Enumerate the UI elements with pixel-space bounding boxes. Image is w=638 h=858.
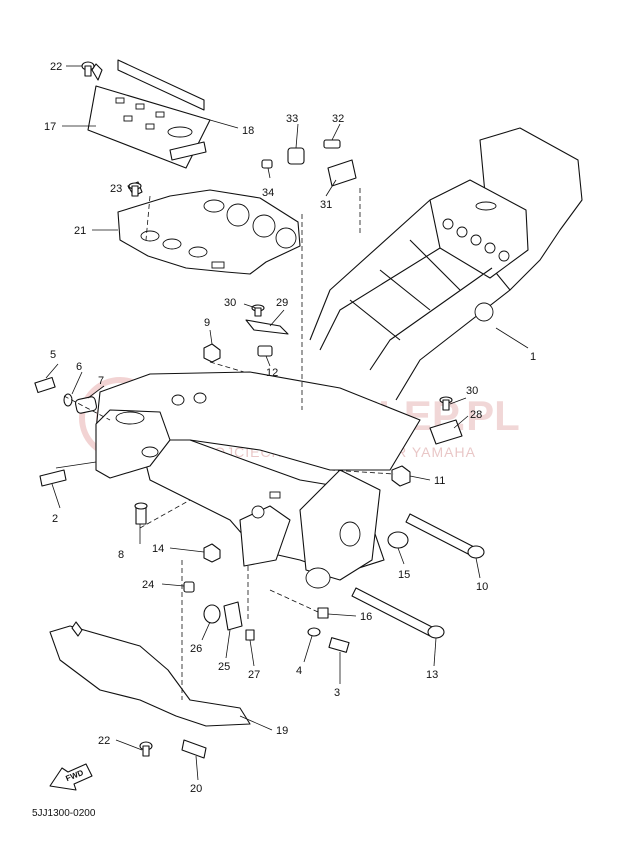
callout-16: 16 xyxy=(360,611,372,623)
callout-15: 15 xyxy=(398,569,410,581)
leader-lines xyxy=(45,65,529,781)
callout-19: 19 xyxy=(276,725,288,737)
callout-3: 3 xyxy=(334,687,340,699)
small-parts xyxy=(34,61,485,759)
callout-20: 20 xyxy=(190,783,202,795)
callout-26: 26 xyxy=(190,643,202,655)
callout-13: 13 xyxy=(426,669,438,681)
callout-30-right: 30 xyxy=(466,385,478,397)
callout-34: 34 xyxy=(262,187,274,199)
callout-18: 18 xyxy=(242,125,254,137)
callout-10: 10 xyxy=(476,581,488,593)
callout-27: 27 xyxy=(248,669,260,681)
callout-7: 7 xyxy=(98,375,104,387)
callout-14: 14 xyxy=(152,543,164,555)
callout-8: 8 xyxy=(118,549,124,561)
callout-12: 12 xyxy=(266,367,278,379)
callout-25: 25 xyxy=(218,661,230,673)
callout-31: 31 xyxy=(320,199,332,211)
callout-23: 23 xyxy=(110,183,122,195)
cover-assembly-17-18 xyxy=(87,59,211,169)
callout-24: 24 xyxy=(142,579,154,591)
plate-21 xyxy=(117,181,301,275)
callout-5: 5 xyxy=(50,349,56,361)
callout-29: 29 xyxy=(276,297,288,309)
alignment-lines xyxy=(63,188,395,700)
callout-9: 9 xyxy=(204,317,210,329)
callout-28: 28 xyxy=(470,409,482,421)
callout-17: 17 xyxy=(44,121,56,133)
callout-22-bottom: 22 xyxy=(98,735,110,747)
callout-4: 4 xyxy=(296,665,302,677)
diagram-code: 5JJ1300-0200 xyxy=(32,808,96,819)
callout-2: 2 xyxy=(52,513,58,525)
callout-11: 11 xyxy=(434,475,445,487)
callout-30-top: 30 xyxy=(224,297,236,309)
callout-labels: 1 2 3 4 5 6 7 8 9 10 11 12 13 14 15 16 1… xyxy=(44,61,536,795)
fwd-arrow: FWD xyxy=(49,763,93,791)
callout-33: 33 xyxy=(286,113,298,125)
main-frame-1 xyxy=(95,127,583,589)
callout-6: 6 xyxy=(76,361,82,373)
callout-32: 32 xyxy=(332,113,344,125)
callout-21: 21 xyxy=(74,225,86,237)
callout-1: 1 xyxy=(530,351,536,363)
callout-22-top: 22 xyxy=(50,61,62,73)
